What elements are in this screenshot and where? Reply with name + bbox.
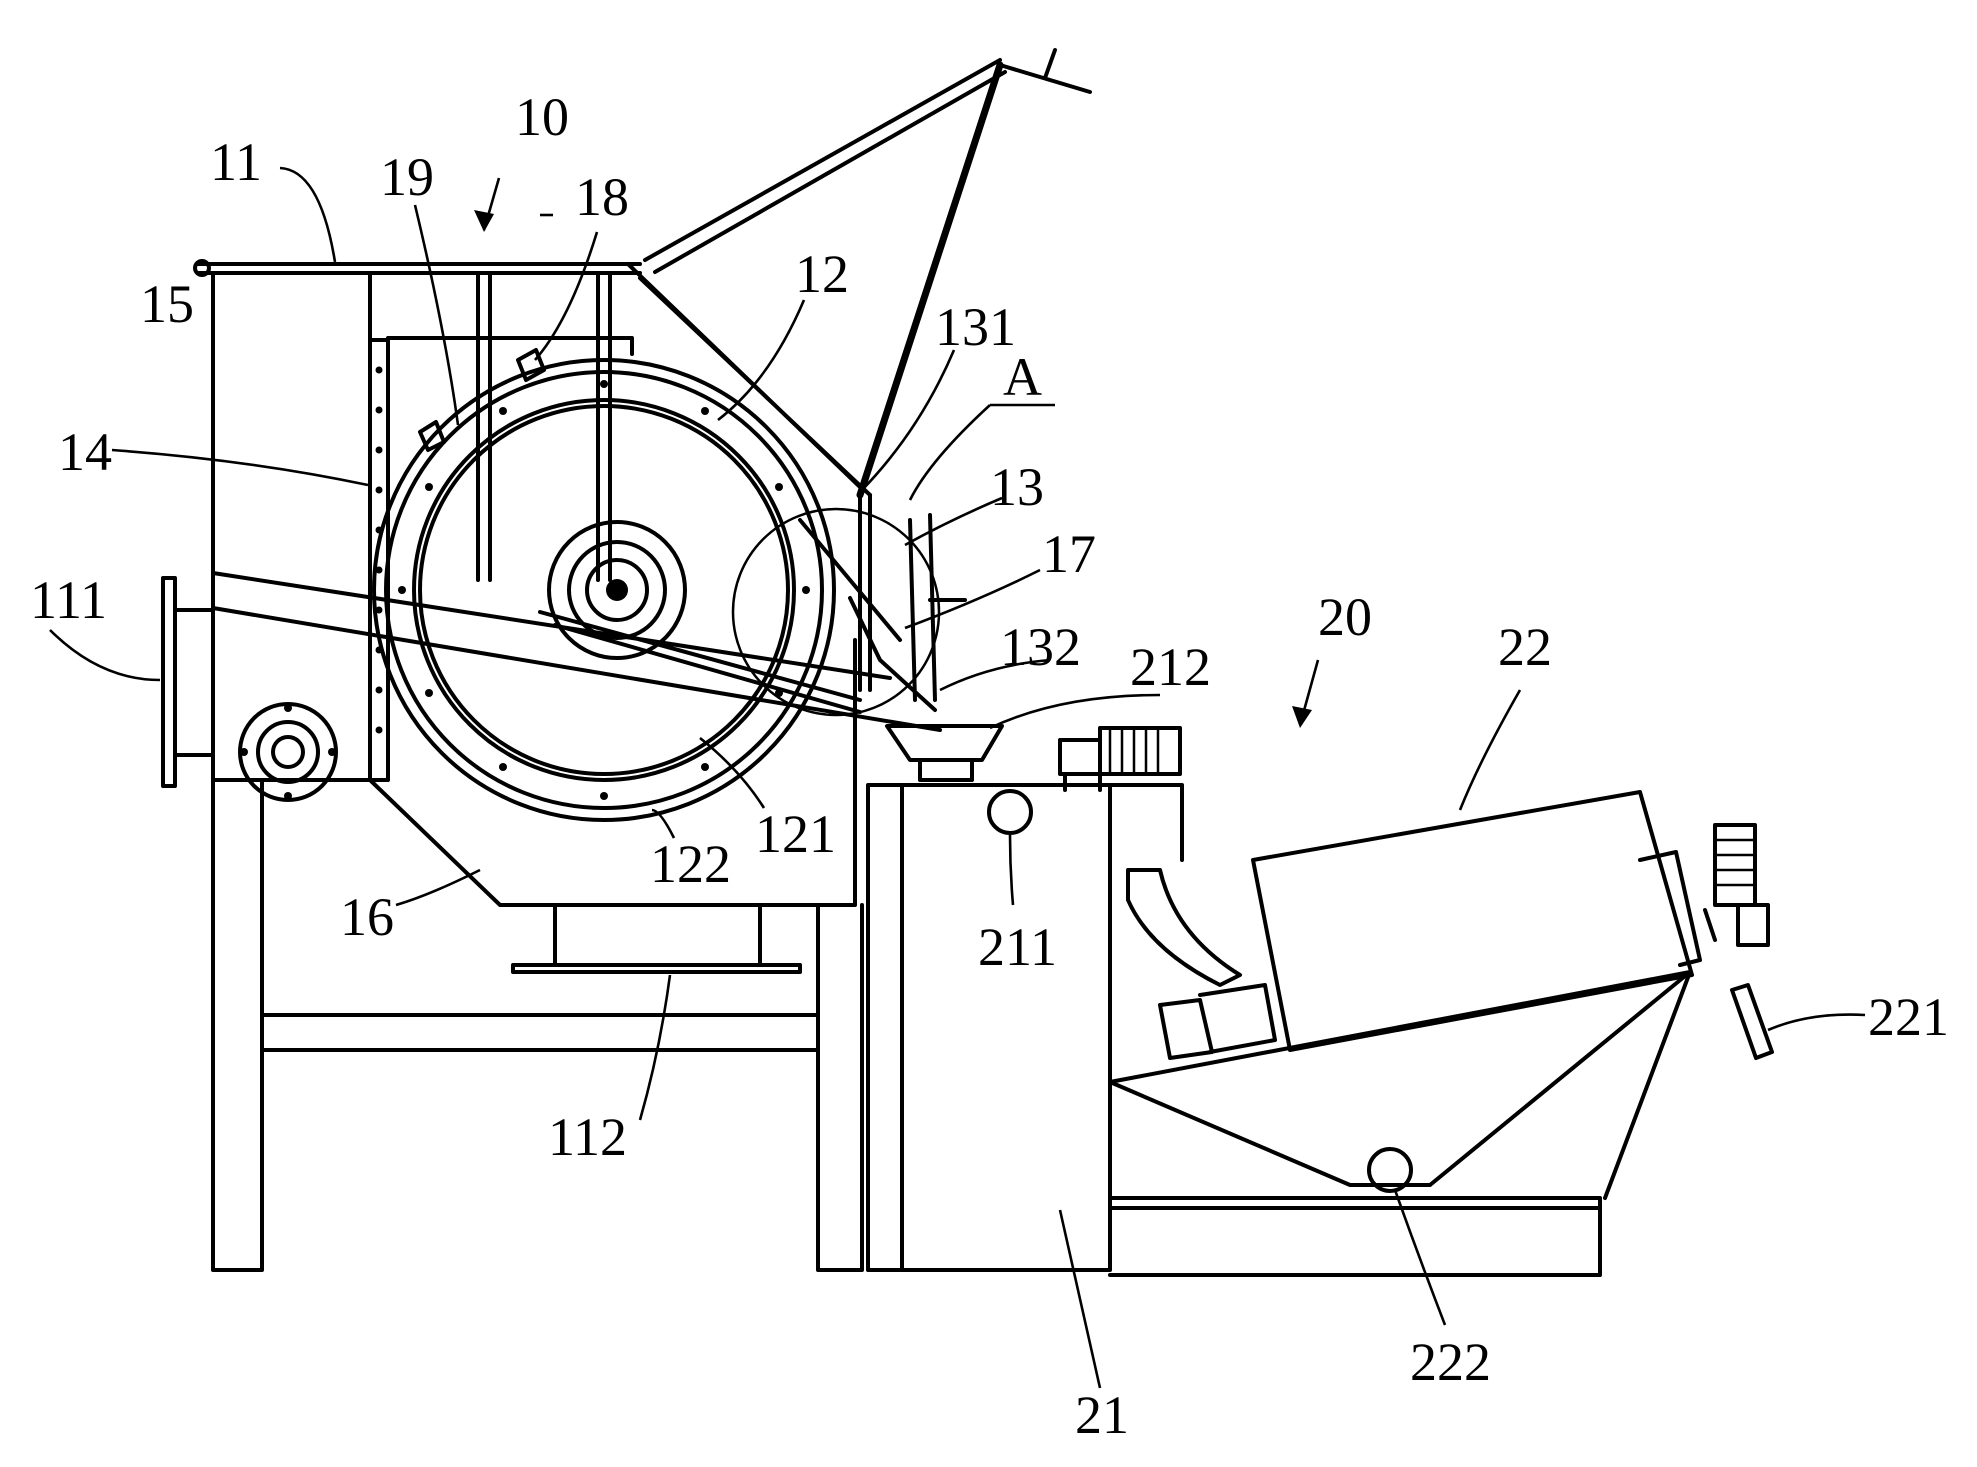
nozzle-18 [516,348,546,382]
leader-122 [651,808,676,839]
machine-10 [161,48,1092,1272]
outlet-tray-112 [511,903,802,974]
label-211: 211 [978,917,1057,977]
end-cap [1638,850,1702,967]
label-20: 20 [1318,587,1372,647]
leader-222 [1393,1189,1447,1326]
leader-17 [904,568,1041,630]
outlet-221 [1730,983,1774,1060]
label-15: 15 [140,274,194,334]
arrow-10 [474,210,494,232]
label-10: 10 [515,87,569,147]
gearbox [1158,983,1277,1060]
tank-21 [866,783,1184,1272]
label-22: 22 [1498,617,1552,677]
callout-labels: 10 11 111 112 12 121 122 13 131 132 14 1… [30,87,1949,1445]
nozzle-19 [418,420,446,452]
label-12: 12 [795,244,849,304]
leader-132 [939,658,1051,692]
upper-arm [643,48,1092,274]
port-211 [987,789,1033,835]
small-motor [1703,823,1770,947]
label-19: 19 [380,147,434,207]
pump-unit [238,702,338,802]
label-111: 111 [30,570,107,630]
support-rod [856,61,1004,499]
label-221: 221 [1868,987,1949,1047]
leader-16 [395,868,481,907]
inclined-tray [1108,970,1692,1200]
chute-arm [626,262,872,497]
label-17: 17 [1042,524,1096,584]
leader-112 [638,974,672,1121]
label-132: 132 [1000,617,1081,677]
label-13: 13 [990,457,1044,517]
separator-22 [1251,790,1694,1052]
leader-22 [1458,689,1522,811]
base-frame [1108,1196,1602,1277]
top-frame-11 [196,262,642,275]
label-18: 18 [575,167,629,227]
leader-111 [49,629,161,682]
label-122: 122 [650,834,731,894]
leader-211 [1008,834,1015,906]
leader-11 [279,166,337,263]
leader-lines [49,166,1866,1389]
leader-lA [908,403,1055,501]
leader-14 [111,448,369,487]
hose [1126,868,1242,987]
leader-212 [989,693,1161,730]
label-16: 16 [340,887,394,947]
label-112: 112 [548,1107,627,1167]
inlet-flange-111 [161,576,215,788]
perforated-plate-14 [368,338,390,782]
leader-21 [1058,1209,1102,1389]
collector-212 [885,724,1004,782]
leader-19 [413,204,460,426]
drum-hub [547,520,687,660]
label-212: 212 [1130,637,1211,697]
motor-unit [1058,726,1182,792]
label-14: 14 [58,422,112,482]
leader-121 [699,736,766,809]
label-222: 222 [1410,1332,1491,1392]
leader-131 [861,349,956,491]
drain-222 [1367,1147,1413,1193]
label-a: A [1003,347,1042,407]
label-11: 11 [210,132,262,192]
top-frame-end-cap [193,259,211,277]
detail-circle-a [731,507,941,717]
lower-body-16 [368,638,857,907]
label-121: 121 [755,804,836,864]
unit-20 [866,726,1774,1277]
label-131: 131 [935,297,1016,357]
drum-12 [372,358,836,822]
leader-13 [904,496,1003,547]
leader-221 [1767,1013,1866,1032]
machine-legs [211,778,864,1272]
leader-12 [717,299,806,422]
inner-frame [386,271,634,582]
drive-shaft [211,571,942,732]
arrow-20 [1292,706,1312,728]
leader-18 [534,231,599,361]
label-21: 21 [1075,1385,1129,1445]
scraper-13 [798,493,967,712]
